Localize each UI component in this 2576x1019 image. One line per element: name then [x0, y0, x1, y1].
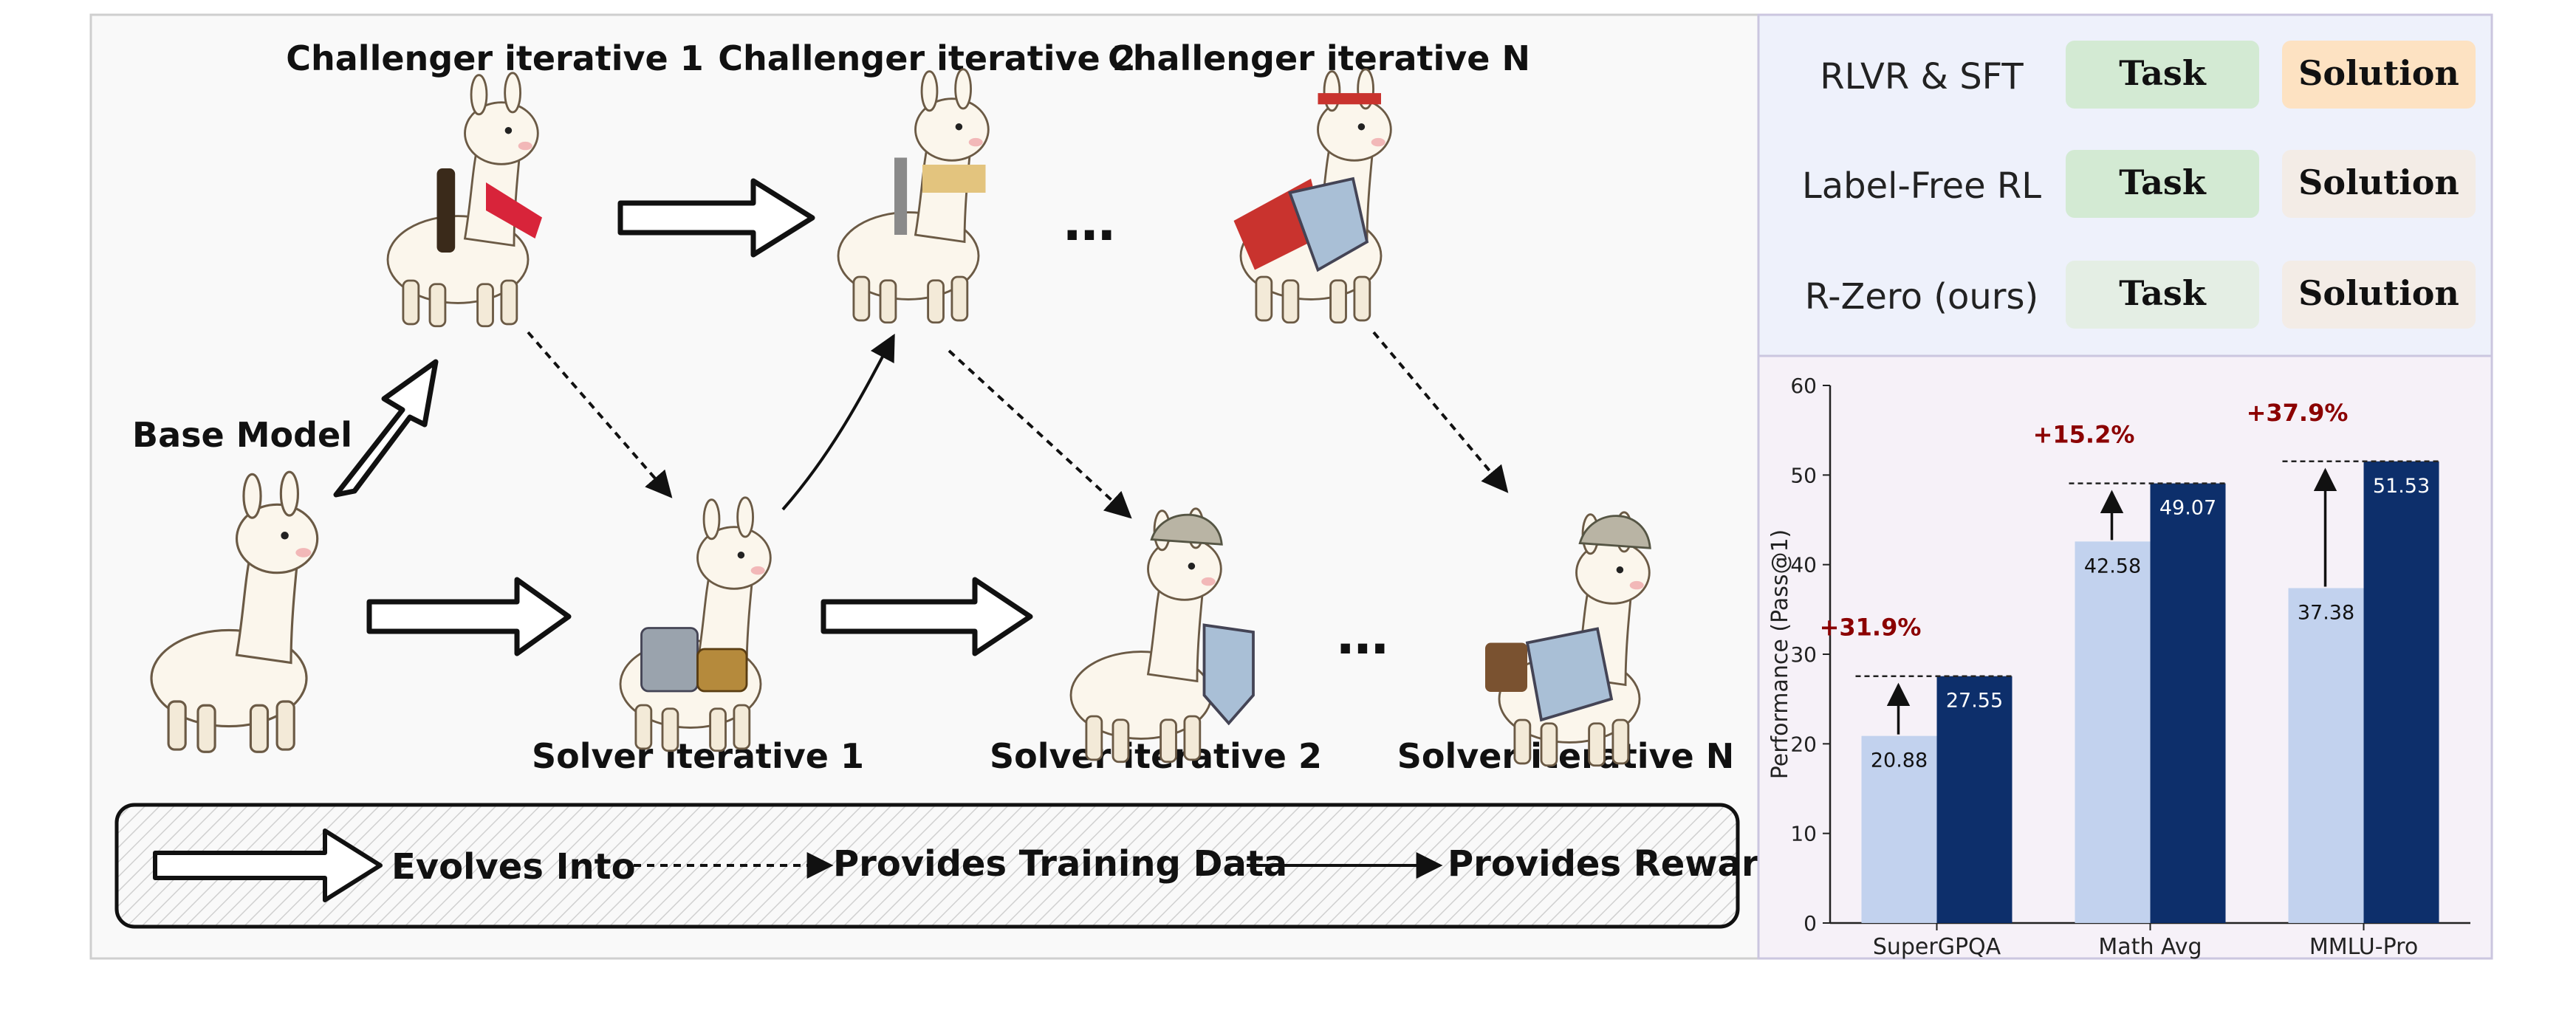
y-tick-label: 30	[1790, 642, 1817, 667]
method-label-label-free: Label-Free RL	[1802, 165, 2041, 207]
bar-r-zero	[1936, 676, 2012, 923]
solution-box-rlvr	[2282, 41, 2476, 109]
solution-label-r-zero: Solution	[2298, 273, 2459, 313]
solution-label-label-free: Solution	[2298, 162, 2459, 202]
solver-1-llama-image	[619, 496, 772, 752]
gain-label: +31.9%	[1820, 614, 1922, 642]
solver-n-llama-image	[1485, 511, 1651, 767]
legend-training-label: Provides Training Data	[833, 843, 1287, 885]
task-label-r-zero: Task	[2119, 273, 2207, 313]
task-label-label-free: Task	[2119, 162, 2207, 202]
bar-r-zero	[2363, 461, 2439, 923]
challenger-2-llama-image	[837, 68, 990, 324]
bar-base-value-label: 37.38	[2298, 601, 2354, 624]
task-label-rlvr: Task	[2119, 53, 2207, 93]
solution-label-rlvr: Solution	[2298, 53, 2459, 93]
bar-base	[2075, 541, 2151, 923]
legend-background	[114, 803, 1740, 929]
challenger-1-llama-image	[386, 72, 542, 328]
legend-box: Evolves Into Provides Training Data Prov…	[114, 803, 1784, 929]
bar-r-zero-value-label: 49.07	[2159, 497, 2216, 520]
y-axis-label: Performance (Pass@1)	[1767, 529, 1793, 780]
method-label-rlvr: RLVR & SFT	[1820, 56, 2024, 97]
gain-label: +37.9%	[2247, 399, 2349, 427]
y-tick-label: 10	[1790, 822, 1817, 846]
legend-reward-label: Provides Reward	[1448, 843, 1784, 885]
evolves-arrow-base-to-challenger-1	[333, 359, 439, 498]
y-tick-label: 60	[1790, 374, 1817, 398]
y-tick-label: 0	[1803, 911, 1817, 936]
task-box-label-free	[2066, 150, 2259, 218]
y-tick-label: 20	[1790, 732, 1817, 756]
x-tick-label: SuperGPQA	[1873, 934, 2001, 960]
bar-r-zero-value-label: 27.55	[1946, 690, 2003, 713]
evolves-arrow-challenger-1-to-2	[617, 178, 815, 258]
method-label-r-zero: R-Zero (ours)	[1805, 276, 2038, 318]
comparison-row-r-zero: R-Zero (ours) Task Solution	[1805, 261, 2476, 329]
ellipsis-challenger: …	[1063, 192, 1115, 253]
x-tick-label: Math Avg	[2098, 934, 2202, 960]
reward-arrow-solver-1-to-challenger-2	[781, 333, 895, 511]
challenger-label-1: Challenger iterative 1	[286, 38, 704, 78]
training-arrow-challenger-1-to-solver-1	[527, 331, 673, 498]
bar-base	[2288, 588, 2364, 923]
base-model-label: Base Model	[132, 415, 352, 455]
solver-2-llama-image	[1069, 507, 1255, 764]
challenger-label-n: Challenger iterative N	[1108, 38, 1530, 78]
solver-label-1: Solver iterative 1	[532, 736, 864, 776]
comparison-row-label-free: Label-Free RL Task Solution	[1802, 150, 2476, 218]
bar-base-value-label: 20.88	[1871, 749, 1928, 772]
legend-evolves-label: Evolves Into	[391, 846, 636, 888]
ellipsis-solver: …	[1337, 605, 1388, 666]
legend-evolves-arrow-icon	[153, 828, 383, 902]
bar-base	[1861, 735, 1937, 923]
evolves-arrow-solver-1-to-2	[821, 577, 1033, 656]
challenger-n-llama-image	[1233, 68, 1392, 324]
training-arrow-challenger-2-to-solver-2	[948, 349, 1132, 519]
bar-r-zero	[2150, 483, 2226, 923]
solver-label-2: Solver iterative 2	[990, 736, 1322, 776]
y-tick-label: 50	[1790, 463, 1817, 487]
bar-r-zero-value-label: 51.53	[2373, 475, 2430, 498]
gain-label: +15.2%	[2033, 421, 2135, 449]
x-tick-label: MMLU-Pro	[2309, 934, 2418, 960]
task-box-rlvr	[2066, 41, 2259, 109]
bar-base-value-label: 42.58	[2084, 555, 2141, 577]
solution-box-r-zero	[2282, 261, 2476, 329]
solution-box-label-free	[2282, 150, 2476, 218]
task-box-r-zero	[2066, 261, 2259, 329]
comparison-panel: RLVR & SFT Task Solution Label-Free RL T…	[1757, 13, 2493, 357]
comparison-row-rlvr: RLVR & SFT Task Solution	[1820, 41, 2476, 109]
diagram-panel: Challenger iterative 1 Challenger iterat…	[89, 13, 1784, 960]
y-tick-label: 40	[1790, 553, 1817, 577]
evolves-arrow-base-to-solver-1	[366, 577, 572, 656]
